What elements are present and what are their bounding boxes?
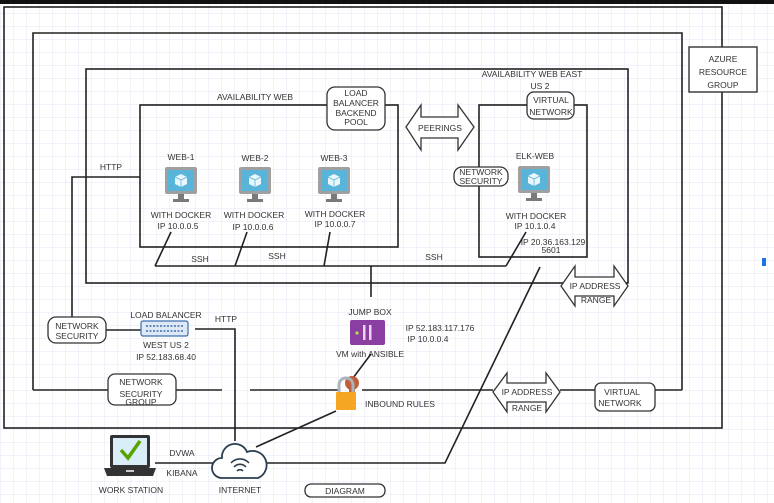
svg-text:IP ADDRESS: IP ADDRESS: [502, 387, 553, 397]
svg-text:GROUP: GROUP: [707, 80, 739, 90]
http-label: HTTP: [215, 314, 238, 324]
cloud-wifi-icon: [211, 443, 268, 479]
svg-text:IP 10.1.0.4: IP 10.1.0.4: [515, 221, 556, 231]
availability-web-label: AVAILABILITY WEB: [217, 92, 293, 102]
svg-text:SECURITY: SECURITY: [56, 331, 99, 341]
svg-text:NETWORK: NETWORK: [598, 398, 642, 408]
ssh-lines: [154, 231, 527, 267]
network-security-group: NETWORK SECURITY GROUP: [107, 373, 177, 407]
svg-text:WORK STATION: WORK STATION: [99, 485, 163, 495]
vnet-box: [85, 68, 629, 284]
svg-text:LOAD BALANCER: LOAD BALANCER: [130, 310, 201, 320]
svg-text:VIRTUAL: VIRTUAL: [604, 387, 640, 397]
svg-text:IP 10.0.0.7: IP 10.0.0.7: [315, 219, 356, 229]
svg-text:ELK-WEB: ELK-WEB: [516, 151, 555, 161]
kibana-label: KIBANA: [166, 468, 198, 478]
availability-web-box: [139, 104, 399, 248]
vm-elk-web[interactable]: ELK-WEB WITH DOCKER IP 10.1.0.4 IP 20.36…: [506, 151, 586, 255]
svg-text:RESOURCE: RESOURCE: [699, 67, 748, 77]
svg-text:WITH DOCKER: WITH DOCKER: [224, 210, 284, 220]
svg-text:IP 10.0.0.6: IP 10.0.0.6: [233, 222, 274, 232]
availability-east-label-2: US 2: [531, 81, 550, 91]
dvwa-label: DVWA: [169, 448, 195, 458]
svg-text:WEB-2: WEB-2: [242, 153, 269, 163]
svg-text:SECURITY: SECURITY: [120, 389, 163, 399]
vm-web-3[interactable]: WEB-3 WITH DOCKER IP 10.0.0.7: [305, 153, 365, 229]
azure-resource-group: AZURE RESOURCE GROUP: [688, 46, 758, 93]
svg-text:NETWORK: NETWORK: [459, 167, 503, 177]
network-security-left: NETWORK SECURITY: [47, 316, 107, 344]
svg-text:BALANCER: BALANCER: [333, 98, 379, 108]
svg-text:NETWORK: NETWORK: [119, 377, 163, 387]
svg-text:JUMP BOX: JUMP BOX: [348, 307, 392, 317]
elk-internet-link: [262, 266, 541, 464]
vm-web-1[interactable]: WEB-1 WITH DOCKER IP 10.0.0.5: [151, 152, 211, 231]
virtual-network-top: VIRTUAL NETWORK: [526, 91, 575, 120]
peerings-arrow: PEERINGS: [405, 102, 475, 153]
svg-text:IP 10.0.0.5: IP 10.0.0.5: [158, 221, 199, 231]
http-link-left: [71, 176, 140, 317]
svg-text:VIRTUAL: VIRTUAL: [533, 95, 569, 105]
ip-range-arrow-lower: IP ADDRESS RANGE: [492, 371, 561, 415]
network-security-elk: NETWORK SECURITY: [453, 166, 509, 187]
virtual-network-bottom: VIRTUAL NETWORK: [594, 382, 656, 412]
svg-text:5601: 5601: [542, 245, 561, 255]
svg-text:DIAGRAM: DIAGRAM: [325, 486, 365, 496]
load-balancer[interactable]: LOAD BALANCER WEST US 2 IP 52.183.68.40: [130, 310, 201, 362]
svg-text:WEB-1: WEB-1: [168, 152, 195, 162]
svg-text:IP ADDRESS: IP ADDRESS: [570, 281, 621, 291]
lock-internet-link: [255, 410, 337, 448]
svg-text:BACKEND: BACKEND: [335, 108, 376, 118]
inbound-rules-label: INBOUND RULES: [365, 399, 435, 409]
ssh-label: SSH: [191, 254, 208, 264]
svg-text:WEB-3: WEB-3: [321, 153, 348, 163]
svg-text:INTERNET: INTERNET: [219, 485, 262, 495]
ssh-label: SSH: [268, 251, 285, 261]
svg-text:IP 52.183.68.40: IP 52.183.68.40: [136, 352, 196, 362]
svg-text:LOAD: LOAD: [344, 88, 367, 98]
diagram-label: DIAGRAM: [304, 483, 386, 498]
svg-text:WEST US 2: WEST US 2: [143, 340, 189, 350]
load-balancer-icon: [140, 320, 189, 337]
ip-range-arrow-upper: IP ADDRESS RANGE: [560, 263, 629, 309]
outer-container: [3, 6, 723, 429]
top-bar: [0, 0, 774, 4]
resource-group-box: [32, 32, 683, 390]
lb-backend-pool: LOAD BALANCER BACKEND POOL: [326, 86, 386, 131]
svg-text:RANGE: RANGE: [581, 295, 612, 305]
svg-text:SECURITY: SECURITY: [460, 176, 503, 186]
svg-text:AZURE: AZURE: [709, 54, 738, 64]
lock-key-icon: [336, 376, 359, 410]
http-label: HTTP: [100, 162, 123, 172]
svg-text:RANGE: RANGE: [512, 403, 543, 413]
svg-text:IP 10.0.0.4: IP 10.0.0.4: [408, 334, 449, 344]
vm-web-2[interactable]: WEB-2 WITH DOCKER IP 10.0.0.6: [224, 153, 284, 232]
scroll-marker: [762, 258, 766, 266]
availability-east-label: AVAILABILITY WEB EAST: [482, 69, 583, 79]
svg-text:NETWORK: NETWORK: [55, 321, 99, 331]
svg-text:PEERINGS: PEERINGS: [418, 123, 462, 133]
svg-text:NETWORK: NETWORK: [529, 107, 573, 117]
laptop-check-icon: [104, 435, 156, 476]
svg-text:GROUP: GROUP: [125, 397, 157, 407]
svg-text:WITH DOCKER: WITH DOCKER: [151, 210, 211, 220]
jump-box-server-icon: [350, 320, 385, 345]
http-link-right: [195, 328, 236, 441]
svg-text:WITH DOCKER: WITH DOCKER: [506, 211, 566, 221]
workstation[interactable]: WORK STATION: [99, 435, 163, 495]
svg-text:IP 20.36.163.129: IP 20.36.163.129: [521, 237, 586, 247]
svg-text:POOL: POOL: [344, 117, 368, 127]
ssh-label: SSH: [425, 252, 442, 262]
svg-text:WITH DOCKER: WITH DOCKER: [305, 209, 365, 219]
internet[interactable]: INTERNET: [211, 443, 268, 495]
svg-text:IP 52.183.117.176: IP 52.183.117.176: [406, 323, 475, 333]
